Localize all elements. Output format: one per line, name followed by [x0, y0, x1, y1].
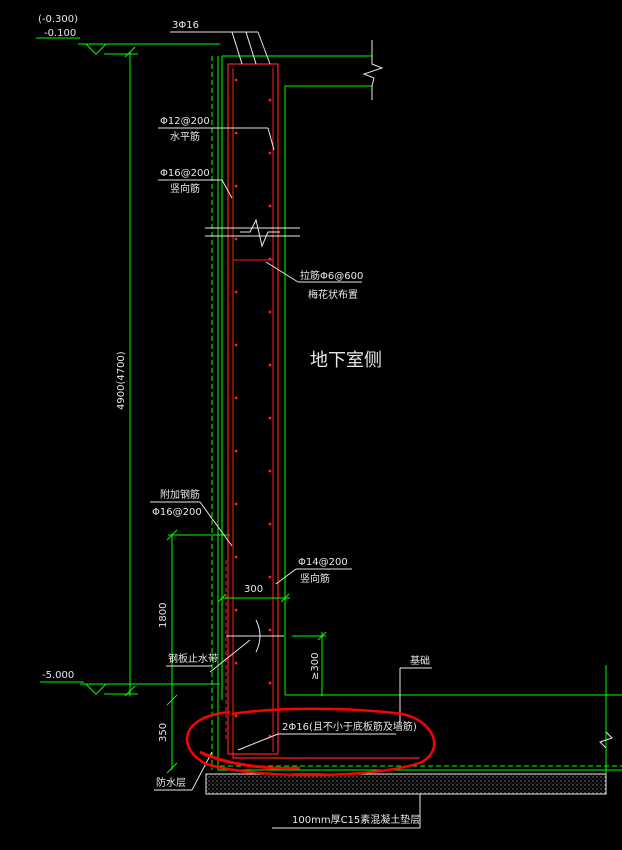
step-height-text: ≥300: [310, 653, 321, 680]
waterproof-label: 防水层: [156, 776, 186, 789]
rebar-dot: [234, 449, 238, 453]
rebar-dot: [268, 98, 272, 102]
foundation-callout: 基础: [399, 654, 432, 722]
rebar-dot: [234, 661, 238, 665]
tie-callout: 拉筋Φ6@600 梅花状布置: [265, 261, 363, 301]
vertical-bars-callout: Φ16@200 竖向筋: [158, 168, 233, 199]
cushion-label: 100mm厚C15素混凝土垫层: [292, 813, 420, 826]
elevation-top-marker: (-0.300) -0.100: [36, 14, 220, 55]
top-bars-callout: 3Φ16: [170, 20, 271, 65]
rebar-dot: [268, 416, 272, 420]
inner-vertical-callout: Φ14@200 竖向筋: [275, 557, 352, 585]
rebar-dot: [234, 131, 238, 135]
rebar-dot: [234, 714, 238, 718]
rebar-dot: [268, 575, 272, 579]
rebar-dot: [268, 628, 272, 632]
rebar-dot: [234, 290, 238, 294]
wall-outline: [211, 40, 622, 790]
rebar-dot: [234, 608, 238, 612]
footing-thickness-text: 350: [158, 723, 169, 742]
rebar-dot: [234, 237, 238, 241]
waterstop-callout: 钢板止水带: [166, 619, 284, 673]
rebar-dot: [234, 78, 238, 82]
rebar-dot: [268, 310, 272, 314]
horizontal-bars-callout: Φ12@200 水平筋: [158, 116, 275, 151]
inner-vertical-name: 竖向筋: [300, 572, 330, 585]
rebar-dot: [234, 184, 238, 188]
added-bars-callout: 附加钢筋 Φ16@200: [150, 488, 233, 547]
tie-note: 梅花状布置: [308, 288, 358, 301]
wall-thickness-text: 300: [244, 584, 263, 595]
horizontal-bar-spec: Φ12@200: [160, 116, 210, 127]
elevation-bottom-marker: -5.000: [40, 670, 220, 695]
rebar-dot: [268, 681, 272, 685]
elevation-top-label: -0.100: [44, 28, 76, 39]
step-height-dimension: ≥300: [292, 631, 327, 696]
lap-length-text: 1800: [158, 603, 169, 628]
wall-height-dimension: 4900(4700): [116, 46, 136, 697]
inner-vertical-spec: Φ14@200: [298, 557, 348, 568]
rebar-dot: [234, 555, 238, 559]
rebar-dot: [234, 343, 238, 347]
rebar-cage: [225, 63, 420, 759]
room-side-label: 地下室侧: [310, 350, 382, 371]
red-highlight-annotation: [186, 707, 436, 777]
cushion-layer: 100mm厚C15素混凝土垫层: [205, 773, 607, 829]
rebar-dot: [268, 522, 272, 526]
lap-length-dimension: 1800: [158, 529, 230, 700]
wall-height-text: 4900(4700): [116, 351, 127, 410]
vertical-bar-spec: Φ16@200: [160, 168, 210, 179]
wall-thickness-dimension: 300: [217, 584, 290, 603]
tie-spec: 拉筋Φ6@600: [300, 269, 363, 282]
rebar-dot: [268, 151, 272, 155]
wall-break-mark: [205, 218, 300, 248]
top-bars-label: 3Φ16: [172, 20, 199, 31]
rebar-dot: [268, 363, 272, 367]
rebar-dots: [234, 78, 272, 738]
horizontal-bar-name: 水平筋: [170, 130, 200, 143]
vertical-bar-name: 竖向筋: [170, 182, 200, 195]
rebar-dot: [268, 469, 272, 473]
rebar-dot: [234, 502, 238, 506]
elevation-bottom-label: -5.000: [42, 670, 74, 681]
waterproof-callout: 防水层: [154, 751, 213, 791]
rebar-dot: [234, 396, 238, 400]
bottom-bars-label: 2Φ16(且不小于底板筋及墙筋): [282, 720, 417, 733]
rebar-dot: [268, 204, 272, 208]
rebar-dot: [268, 257, 272, 261]
footing-thickness-dimension: 350: [158, 694, 178, 774]
added-bar-spec: Φ16@200: [152, 507, 202, 518]
elevation-top-alt-label: (-0.300): [38, 14, 78, 25]
added-bar-name: 附加钢筋: [160, 488, 200, 501]
bottom-bars-callout: 2Φ16(且不小于底板筋及墙筋): [237, 720, 417, 751]
waterstop-label: 钢板止水带: [168, 652, 218, 665]
foundation-label: 基础: [410, 654, 430, 667]
